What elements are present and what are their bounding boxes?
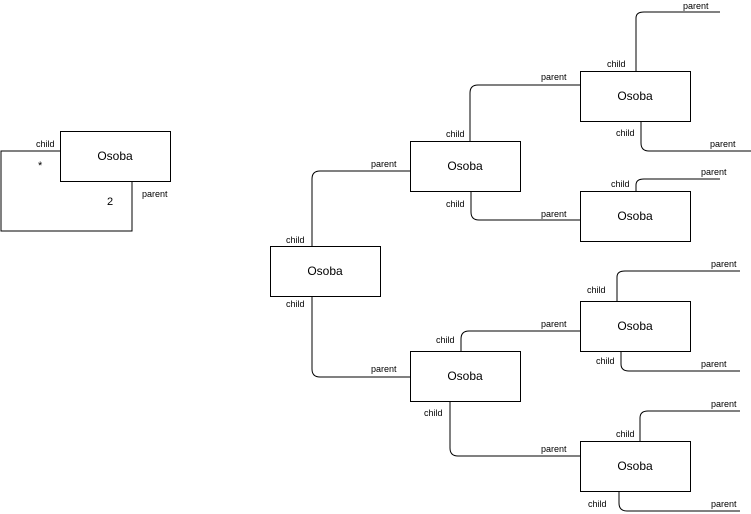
- role-label-child: child: [286, 235, 305, 245]
- role-label-child: child: [36, 139, 55, 149]
- connector: [449, 401, 580, 457]
- entity-box[interactable]: [580, 71, 691, 122]
- role-label-parent: parent: [711, 399, 737, 409]
- connector: [618, 491, 740, 512]
- connector: [616, 270, 740, 301]
- entity-label: Osoba: [447, 369, 483, 383]
- self-association-line: [0, 150, 133, 232]
- entity-box[interactable]: [270, 246, 381, 297]
- entity-label: Osoba: [447, 159, 483, 173]
- connector: [620, 351, 740, 372]
- connector: [311, 296, 410, 378]
- multiplicity-child: *: [38, 160, 43, 172]
- role-label-child: child: [587, 285, 606, 295]
- role-label-child: child: [616, 128, 635, 138]
- role-label-child: child: [596, 356, 615, 366]
- entity-box[interactable]: [580, 191, 691, 242]
- connector: [639, 410, 740, 441]
- role-label-parent: parent: [683, 1, 709, 11]
- connector: [469, 84, 580, 141]
- role-label-parent: parent: [711, 259, 737, 269]
- entity-label: Osoba: [617, 459, 653, 473]
- entity-box[interactable]: [60, 131, 171, 182]
- role-label-parent: parent: [371, 159, 397, 169]
- entity-box[interactable]: [580, 301, 691, 352]
- connector: [460, 330, 580, 351]
- role-label-child: child: [616, 429, 635, 439]
- role-label-parent: parent: [710, 139, 736, 149]
- entity-label: Osoba: [617, 209, 653, 223]
- self-association-diagram: Osoba child * parent 2: [0, 131, 171, 232]
- family-tree-connectors: [311, 11, 751, 512]
- role-label-child: child: [286, 299, 305, 309]
- connector: [640, 121, 751, 152]
- multiplicity-parent: 2: [107, 196, 113, 208]
- role-labels: child child parent child child parent ch…: [286, 1, 737, 509]
- role-label-child: child: [436, 335, 455, 345]
- role-label-parent: parent: [701, 359, 727, 369]
- role-label-parent: parent: [142, 189, 168, 199]
- role-label-parent: parent: [541, 319, 567, 329]
- role-label-child: child: [611, 179, 630, 189]
- role-label-child: child: [446, 129, 465, 139]
- role-label-parent: parent: [541, 444, 567, 454]
- role-label-parent: parent: [541, 209, 567, 219]
- entity-label: Osoba: [617, 319, 653, 333]
- role-label-parent: parent: [711, 499, 737, 509]
- connector: [635, 11, 720, 71]
- entity-label: Osoba: [307, 264, 343, 278]
- role-label-parent: parent: [371, 364, 397, 374]
- entity-box[interactable]: [410, 141, 521, 192]
- entity-box[interactable]: [410, 351, 521, 402]
- role-label-child: child: [588, 499, 607, 509]
- connector: [470, 191, 580, 221]
- entity-box[interactable]: [580, 441, 691, 492]
- family-tree-nodes: Osoba Osoba Osoba Osoba Osoba Osoba Osob…: [270, 71, 691, 492]
- connector: [635, 178, 720, 191]
- connector: [311, 170, 410, 246]
- role-label-child: child: [607, 59, 626, 69]
- role-label-parent: parent: [701, 167, 727, 177]
- entity-label: Osoba: [97, 149, 133, 163]
- role-label-child: child: [446, 199, 465, 209]
- entity-label: Osoba: [617, 89, 653, 103]
- role-label-child: child: [424, 408, 443, 418]
- role-label-parent: parent: [541, 72, 567, 82]
